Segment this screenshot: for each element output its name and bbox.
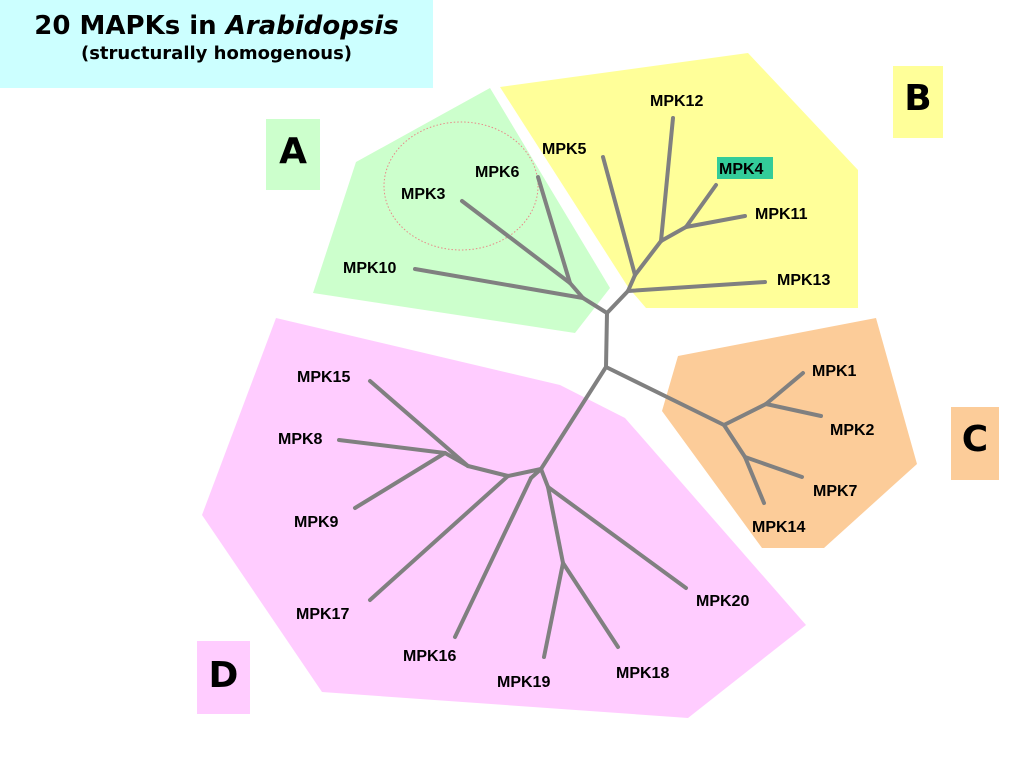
leaf-label-mpk2: MPK2 bbox=[830, 422, 875, 439]
clade-c-region bbox=[662, 318, 917, 548]
branch bbox=[743, 455, 804, 479]
branch bbox=[581, 296, 609, 315]
branch bbox=[536, 175, 572, 285]
leaf-label-mpk11: MPK11 bbox=[755, 206, 808, 223]
branch bbox=[443, 451, 470, 468]
branch bbox=[568, 281, 585, 300]
title-italic: Arabidopsis bbox=[225, 11, 399, 41]
branch bbox=[546, 485, 565, 565]
branch bbox=[368, 474, 510, 602]
branch bbox=[604, 311, 609, 369]
branch bbox=[506, 467, 543, 478]
branch bbox=[337, 438, 447, 455]
leaf-label-mpk12: MPK12 bbox=[650, 93, 703, 110]
mpk3-mpk6-circle bbox=[383, 121, 539, 251]
leaf-label-mpk5: MPK5 bbox=[542, 141, 587, 158]
page-subtitle: (structurally homogenous) bbox=[80, 43, 353, 64]
leaf-label-mpk9: MPK9 bbox=[294, 514, 339, 531]
leaf-label-mpk15: MPK15 bbox=[297, 369, 350, 386]
group-badge-b: B bbox=[893, 66, 943, 138]
branch bbox=[601, 155, 637, 277]
group-badge-d: D bbox=[197, 641, 250, 714]
leaf-label-mpk19: MPK19 bbox=[497, 674, 550, 691]
branch bbox=[659, 116, 675, 243]
leaf-label-mpk16: MPK16 bbox=[403, 648, 456, 665]
branch bbox=[764, 371, 805, 406]
branch bbox=[684, 214, 747, 229]
branch bbox=[368, 379, 470, 468]
branch bbox=[626, 273, 637, 293]
leaf-label-mpk10: MPK10 bbox=[343, 260, 396, 277]
leaf-label-mpk18: MPK18 bbox=[616, 665, 669, 682]
leaf-label-mpk7: MPK7 bbox=[813, 483, 858, 500]
group-badge-c: C bbox=[951, 407, 999, 480]
branch bbox=[542, 561, 565, 659]
mpk4-highlight bbox=[717, 157, 773, 179]
title-prefix: 20 MAPKs in bbox=[34, 11, 226, 41]
page-title: 20 MAPKs in Arabidopsis bbox=[0, 10, 433, 42]
branch bbox=[546, 485, 688, 590]
leaf-label-mpk20: MPK20 bbox=[696, 593, 749, 610]
branch bbox=[539, 365, 608, 471]
group-badge-a: A bbox=[266, 119, 320, 190]
branch bbox=[529, 467, 543, 480]
branch bbox=[453, 476, 533, 639]
leaf-label-mpk13: MPK13 bbox=[777, 272, 830, 289]
leaf-label-mpk1: MPK1 bbox=[812, 363, 857, 380]
branch bbox=[460, 199, 572, 285]
branch bbox=[659, 225, 688, 243]
branch bbox=[561, 561, 620, 649]
branch bbox=[722, 423, 747, 459]
branch bbox=[353, 451, 447, 510]
title-box: 20 MAPKs in Arabidopsis (structurally ho… bbox=[0, 0, 433, 88]
branch bbox=[722, 402, 768, 427]
branch bbox=[413, 267, 585, 300]
branch bbox=[605, 289, 630, 315]
branch bbox=[743, 455, 766, 505]
branch bbox=[466, 464, 510, 478]
clade-a-region bbox=[313, 88, 610, 333]
clade-d-region bbox=[202, 318, 806, 718]
branch bbox=[604, 365, 726, 427]
leaf-label-mpk4: MPK4 bbox=[719, 161, 764, 178]
leaf-label-mpk3: MPK3 bbox=[401, 186, 446, 203]
clade-b-region bbox=[500, 53, 858, 308]
leaf-label-mpk8: MPK8 bbox=[278, 431, 323, 448]
branch bbox=[684, 183, 718, 229]
branch bbox=[626, 280, 767, 293]
leaf-label-mpk17: MPK17 bbox=[296, 606, 349, 623]
leaf-label-mpk14: MPK14 bbox=[752, 519, 805, 536]
leaf-label-mpk6: MPK6 bbox=[475, 164, 520, 181]
tree-branches bbox=[337, 116, 823, 659]
branch bbox=[633, 239, 663, 277]
branch bbox=[539, 467, 550, 489]
branch bbox=[764, 402, 823, 418]
